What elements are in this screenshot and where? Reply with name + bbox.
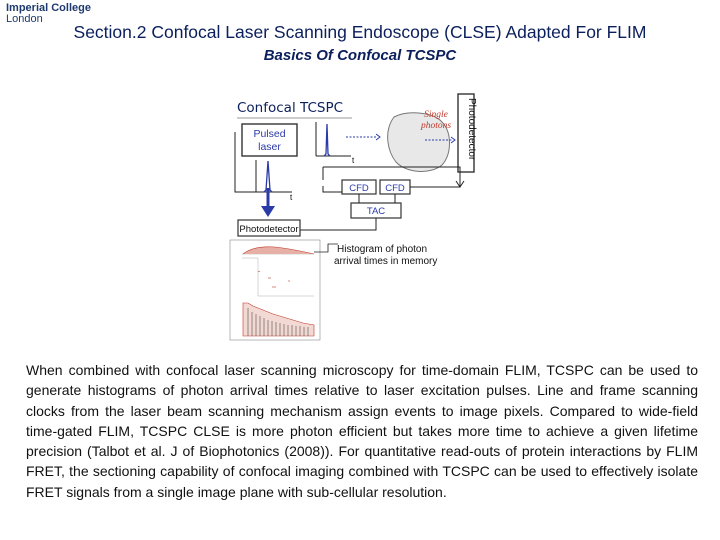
photodetector-box bbox=[237, 219, 301, 237]
body-paragraph: When combined with confocal laser scanni… bbox=[26, 362, 698, 500]
logo-line-1: Imperial College bbox=[6, 2, 91, 14]
laser-pulse-graph: t bbox=[315, 122, 381, 165]
cfd-left-label: CFD bbox=[349, 183, 369, 194]
photodetector-vertical-box bbox=[457, 93, 475, 173]
pulsed-laser-label-2: laser bbox=[258, 141, 281, 153]
histogram-label-1: Histogram of photon bbox=[337, 244, 427, 255]
blue-arrow-down bbox=[261, 188, 275, 217]
t-label-2: t bbox=[290, 193, 293, 202]
cfd-right-label: CFD bbox=[385, 183, 405, 194]
pulsed-laser-box bbox=[241, 123, 298, 157]
detected-pulse-graph: t bbox=[255, 160, 293, 202]
t-label-1: t bbox=[352, 156, 355, 165]
sample-blob bbox=[387, 112, 450, 172]
tac-label: TAC bbox=[367, 206, 385, 217]
single-photons-label-1: Single bbox=[424, 110, 448, 120]
logo-line-2: London bbox=[6, 13, 43, 25]
histogram-leader bbox=[314, 243, 338, 253]
photodetector-box-label: Photodetector bbox=[239, 224, 298, 235]
figure-caption: Confocal TCSPC bbox=[237, 100, 343, 116]
slide-title: Section.2 Confocal Laser Scanning Endosc… bbox=[73, 22, 647, 42]
imperial-college-logo: Imperial College London bbox=[6, 3, 91, 25]
tcspc-diagram: Confocal TCSPC Pulsed laser t Single pho… bbox=[229, 93, 477, 341]
pulsed-laser-label-1: Pulsed bbox=[253, 128, 285, 140]
histogram-label-2: arrival times in memory bbox=[334, 256, 437, 267]
single-photons-label-2: photons bbox=[420, 121, 451, 131]
slide-subtitle: Basics Of Confocal TCSPC bbox=[263, 47, 457, 64]
histogram-panel bbox=[229, 239, 321, 341]
photodetector-vertical-label: Photodetector bbox=[466, 98, 477, 161]
